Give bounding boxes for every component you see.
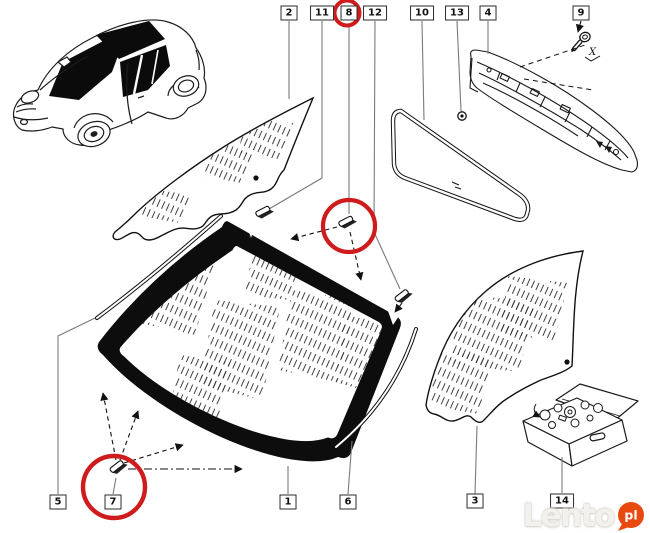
callout-box-14: 14 — [550, 493, 574, 509]
part-screw: X — [519, 31, 601, 91]
car-side-window-glass — [120, 45, 170, 97]
x-marker-label: X — [588, 47, 597, 58]
clip-8 — [337, 213, 358, 231]
clip-position-arrows — [100, 226, 403, 474]
clip-12 — [393, 286, 414, 306]
watermark-logo: Lento pl — [523, 500, 647, 532]
callout-box-3: 3 — [466, 493, 484, 509]
callout-box-6: 6 — [339, 494, 357, 510]
highlight-circles — [80, 0, 378, 521]
callout-box-8: 8 — [340, 5, 358, 21]
leader-11 — [268, 21, 323, 210]
part-tailgate-frame — [469, 49, 638, 173]
callout-box-13: 13 — [445, 5, 469, 21]
leader-9 — [575, 20, 584, 33]
leader-7 — [112, 477, 117, 495]
car-illustration — [12, 19, 207, 148]
car-sunroof-glass — [96, 21, 165, 59]
car-headlight — [20, 90, 40, 104]
leader-12 — [373, 20, 401, 290]
part-windshield — [97, 220, 401, 462]
watermark-brand-text: Lento — [522, 498, 616, 533]
callout-box-7: 7 — [104, 494, 122, 510]
leader-13 — [456, 20, 462, 112]
watermark-suffix-text: pl — [624, 508, 637, 523]
part-moulding-strip-right — [334, 327, 418, 449]
watermark-badge: pl — [618, 502, 644, 531]
box-contents — [532, 400, 603, 429]
part-door-glass-left — [112, 97, 314, 241]
part-fastener-box — [522, 383, 639, 467]
car-mirror — [57, 56, 72, 68]
part-rear-window-seal — [390, 108, 531, 223]
car-front-wheel — [77, 120, 111, 148]
car-rear-wheel — [172, 75, 200, 97]
callout-box-10: 10 — [410, 5, 434, 21]
callout-box-9: 9 — [572, 5, 590, 21]
leader-6 — [347, 440, 353, 495]
part-moulding-strip-left — [95, 214, 223, 320]
callout-box-2: 2 — [280, 5, 298, 21]
highlight-circle-clip-7 — [80, 453, 148, 521]
leader-3 — [474, 425, 478, 495]
clip-7 — [108, 457, 129, 477]
callout-box-4: 4 — [479, 5, 497, 21]
leader-5 — [57, 317, 96, 494]
highlight-circle-clip-8 — [320, 197, 378, 255]
clip-11 — [254, 203, 275, 221]
leader-10 — [421, 20, 425, 121]
callout-box-1: 1 — [279, 494, 297, 510]
highlight-circle-callout-8 — [332, 0, 362, 28]
callout-box-11: 11 — [310, 5, 334, 21]
callout-box-12: 12 — [363, 5, 387, 21]
callout-box-5: 5 — [49, 494, 67, 510]
car-windshield-glass — [49, 37, 119, 100]
part-door-glass-right — [425, 250, 584, 424]
part-grommet — [457, 111, 467, 121]
